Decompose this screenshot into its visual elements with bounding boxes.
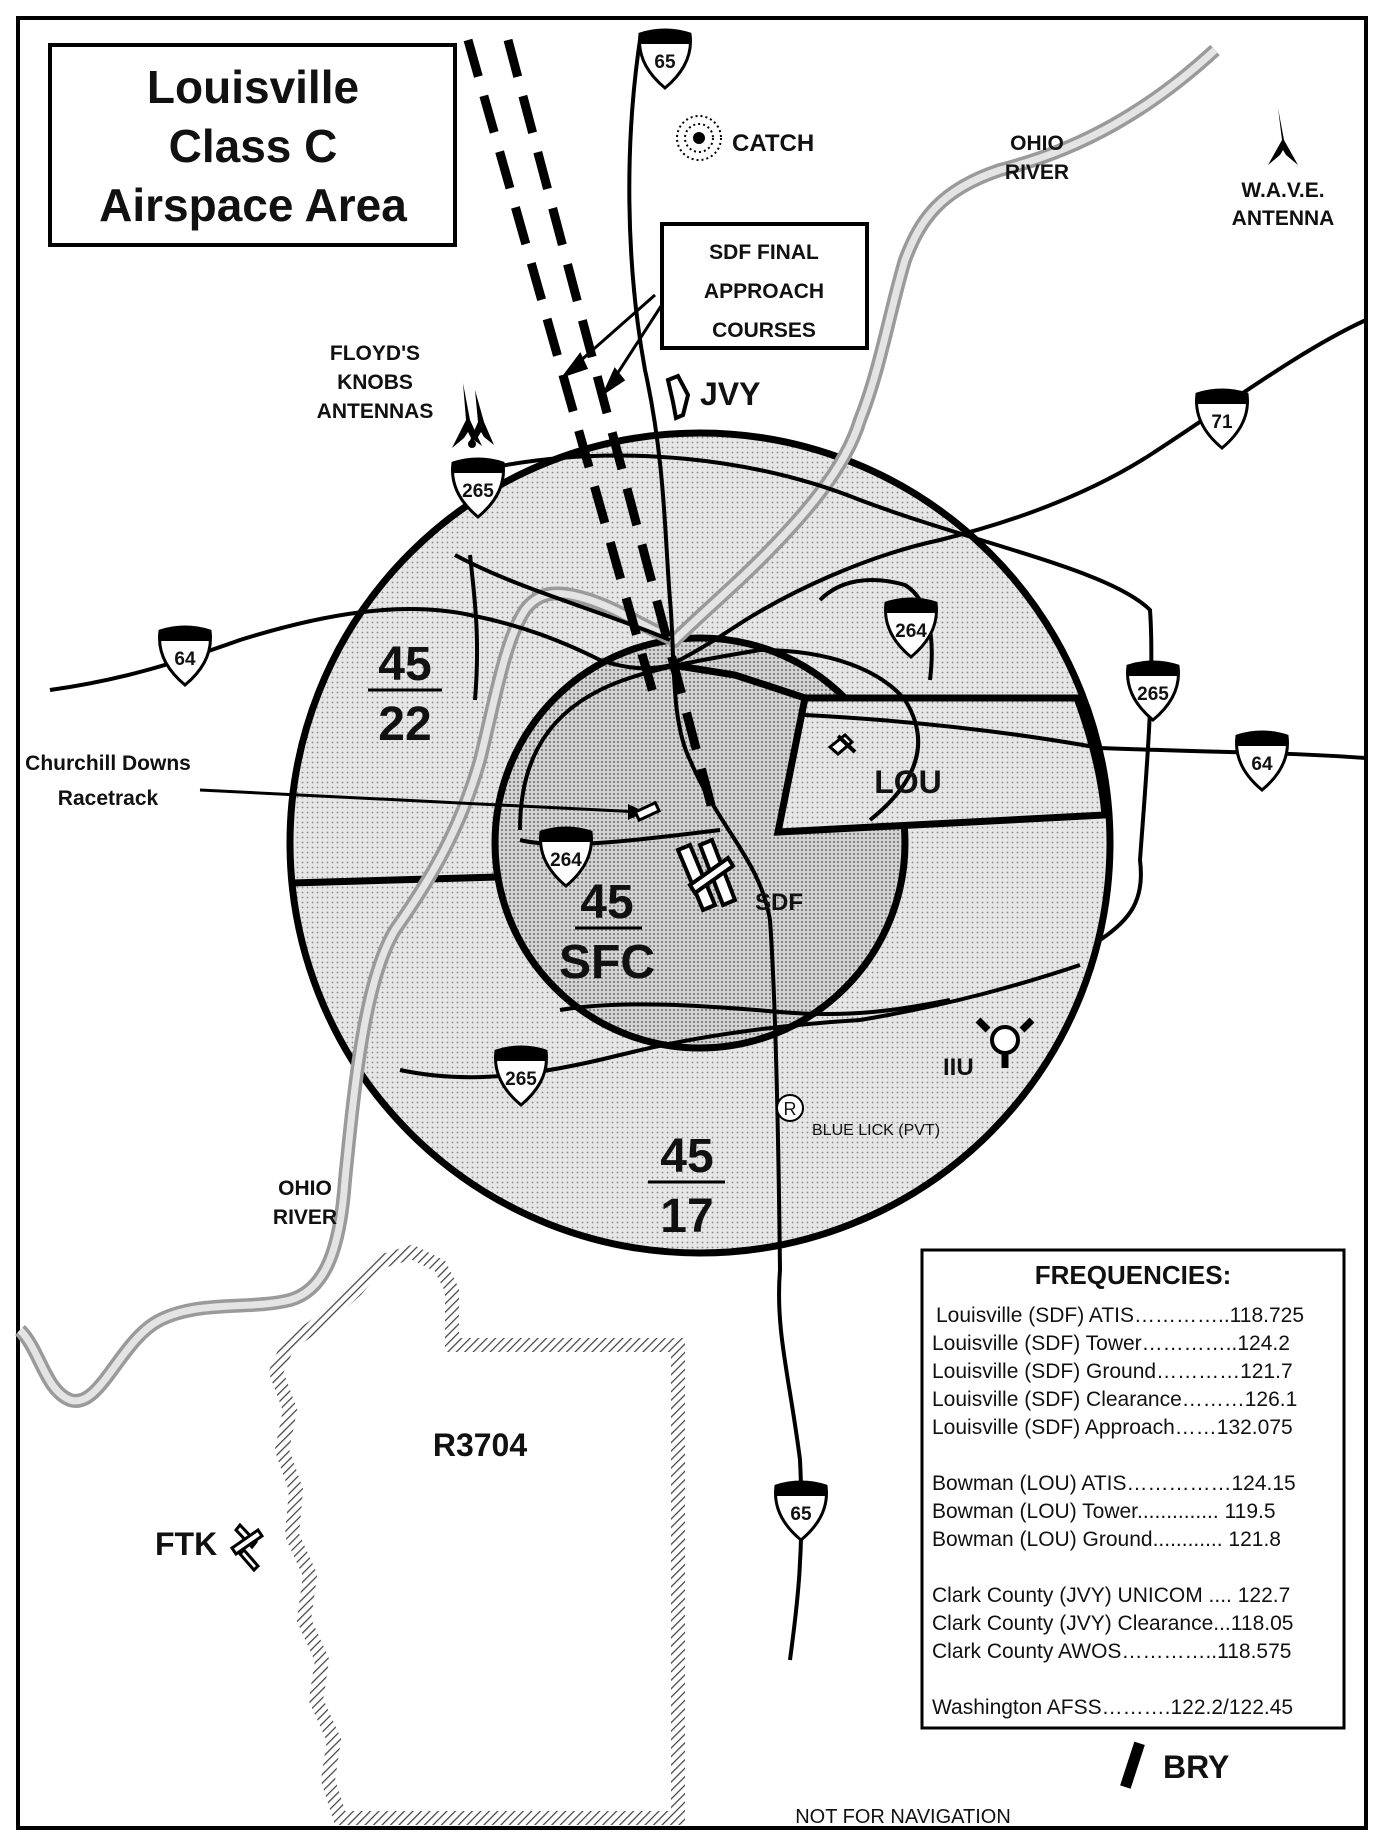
- ftk-airport-icon: [229, 1522, 265, 1573]
- title-line-3: Airspace Area: [99, 179, 407, 231]
- title-line-2: Class C: [169, 120, 338, 172]
- ohio-river-sw-label-2: RIVER: [273, 1206, 337, 1229]
- churchill-label-2: Racetrack: [58, 787, 159, 810]
- approach-courses: [463, 38, 720, 822]
- r3704-label: R3704: [433, 1427, 528, 1463]
- bry-label: BRY: [1163, 1749, 1229, 1785]
- west-boundary: [291, 873, 499, 887]
- sdf-airport-icon: [675, 837, 738, 913]
- jvy-airport-icon: [665, 373, 691, 421]
- interstate-shield-i264-center: 264: [539, 826, 593, 888]
- freq-row: Washington AFSS……….122.2/122.45: [932, 1696, 1293, 1719]
- blue-lick-label: BLUE LICK (PVT): [812, 1122, 940, 1139]
- ohio-river-ne-label-2: RIVER: [1005, 161, 1069, 184]
- alt-south-top: 45: [660, 1130, 713, 1183]
- freq-row: Louisville (SDF) Ground…………121.7: [932, 1360, 1293, 1383]
- shield-number: 265: [1137, 684, 1169, 705]
- blue-lick-icon: R: [776, 1094, 804, 1122]
- alt-core-top: 45: [580, 876, 633, 929]
- approach-label-3: COURSES: [712, 319, 816, 342]
- jvy-label: JVY: [700, 376, 760, 412]
- alt-nw-bottom: 22: [378, 698, 431, 751]
- interstate-shield-i265-east: 265: [1126, 660, 1180, 722]
- approach-label-2: APPROACH: [704, 280, 824, 303]
- churchill-pointer: [199, 788, 641, 814]
- ohio-river-ne-label-1: OHIO: [1010, 132, 1064, 155]
- freq-row: Clark County (JVY) UNICOM .... 122.7: [932, 1584, 1290, 1607]
- title-line-1: Louisville: [147, 61, 359, 113]
- wave-antenna-label-1: W.A.V.E.: [1241, 179, 1324, 202]
- core-boundary-ne: [671, 661, 807, 702]
- frequency-list: Louisville (SDF) ATIS…………..118.725 Louis…: [932, 1304, 1304, 1719]
- sdf-label: SDF: [755, 889, 803, 916]
- freq-row: Louisville (SDF) ATIS…………..118.725: [936, 1304, 1304, 1327]
- frequencies-title: FREQUENCIES:: [1035, 1260, 1231, 1290]
- svg-text:R: R: [784, 1099, 797, 1119]
- freq-row: Louisville (SDF) Approach……132.075: [932, 1416, 1293, 1439]
- title-box: [48, 43, 457, 247]
- shield-number: 264: [895, 621, 927, 642]
- interstate-shield-i64-east: 64: [1235, 730, 1289, 792]
- alt-south-bottom: 17: [660, 1190, 713, 1243]
- shield-number: 265: [505, 1069, 537, 1090]
- interstate-shield-i64-west: 64: [158, 625, 212, 687]
- shield-number: 265: [462, 481, 494, 502]
- freq-row: Louisville (SDF) Tower…………..124.2: [932, 1332, 1290, 1355]
- roads: [49, 39, 1367, 1661]
- interstate-shield-i264-ne: 264: [884, 597, 938, 659]
- freq-row: Bowman (LOU) ATIS……………124.15: [932, 1472, 1296, 1495]
- frequencies-box: [920, 1248, 1346, 1730]
- shield-number: 64: [1251, 754, 1273, 775]
- freq-row: Clark County (JVY) Clearance...118.05: [932, 1612, 1293, 1635]
- r3704-area: [268, 1244, 685, 1825]
- wave-antenna-icon: [1268, 108, 1298, 165]
- freq-row: Bowman (LOU) Tower.............. 119.5: [932, 1500, 1276, 1523]
- freq-row: Clark County AWOS…………..118.575: [932, 1640, 1291, 1663]
- alt-core-bottom: SFC: [559, 936, 655, 989]
- shield-number: 71: [1211, 412, 1233, 433]
- lou-area: [773, 694, 1109, 836]
- lou-label: LOU: [874, 764, 942, 800]
- catch-waypoint-icon: [676, 115, 722, 161]
- bry-airport-icon: [1120, 1741, 1145, 1789]
- shield-number: 65: [654, 52, 676, 73]
- catch-label: CATCH: [732, 130, 814, 157]
- shield-number: 264: [550, 850, 582, 871]
- racetrack-symbol: [633, 800, 662, 823]
- approach-arrows: [560, 293, 667, 397]
- ohio-river-sw-label-1: OHIO: [278, 1177, 332, 1200]
- shield-number: 65: [790, 1504, 812, 1525]
- churchill-label-1: Churchill Downs: [25, 752, 191, 775]
- interstate-shield-i71: 71: [1195, 388, 1249, 450]
- floyds-knobs-label-1: FLOYD'S: [330, 342, 420, 365]
- interstate-shield-i265-south: 265: [494, 1045, 548, 1107]
- not-for-navigation: NOT FOR NAVIGATION: [795, 1806, 1011, 1828]
- floyds-knobs-label-2: KNOBS: [337, 371, 413, 394]
- approach-label-box: [660, 222, 869, 350]
- freq-row: Louisville (SDF) Clearance………126.1: [932, 1388, 1297, 1411]
- alt-nw-top: 45: [378, 638, 431, 691]
- iiu-airport-icon: [975, 1017, 1035, 1068]
- iiu-label: IIU: [943, 1054, 974, 1081]
- floyds-knobs-label-3: ANTENNAS: [317, 400, 434, 423]
- approach-label-1: SDF FINAL: [709, 241, 819, 264]
- ftk-label: FTK: [155, 1526, 217, 1562]
- freq-row: Bowman (LOU) Ground............ 121.8: [932, 1528, 1281, 1551]
- wave-antenna-label-2: ANTENNA: [1232, 207, 1335, 230]
- interstate-shield-i265-nw: 265: [451, 457, 505, 519]
- interstate-shield-i65-south: 65: [774, 1480, 828, 1542]
- lou-airport-icon: [827, 732, 857, 756]
- floyds-knobs-antenna-icon: [452, 383, 494, 448]
- shield-number: 64: [174, 649, 196, 670]
- interstate-shield-i65-north: 65: [638, 28, 692, 90]
